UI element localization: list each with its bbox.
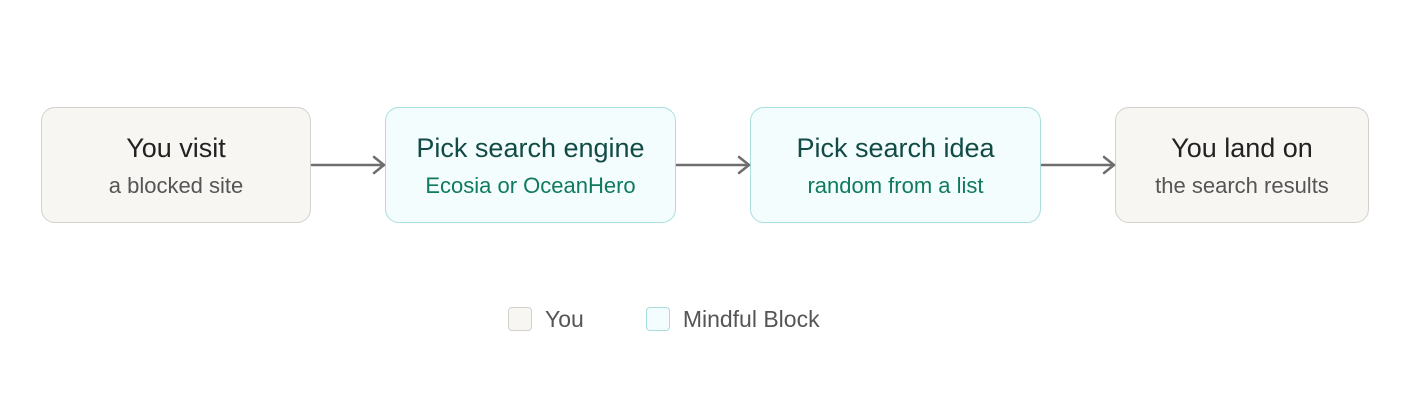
- step-title: Pick search engine: [416, 132, 645, 163]
- legend-label-mindful-block: Mindful Block: [682, 306, 820, 332]
- step-title: You visit: [126, 132, 226, 163]
- step-title: You land on: [1171, 132, 1313, 163]
- legend-item-you: You: [508, 305, 584, 333]
- legend-swatch-you: [508, 307, 532, 331]
- step-subtitle: random from a list: [807, 172, 984, 198]
- step-title: Pick search idea: [796, 132, 995, 163]
- step-you-land-on: You land on the search results: [1115, 107, 1369, 223]
- step-pick-search-idea: Pick search idea random from a list: [750, 107, 1041, 223]
- legend-label-you: You: [545, 306, 584, 332]
- legend-item-mindful-block: Mindful Block: [645, 305, 820, 333]
- legend-swatch-mindful-block: [645, 307, 670, 331]
- arrow-3-to-4: [1040, 155, 1116, 175]
- arrow-2-to-3: [675, 155, 751, 175]
- step-subtitle: the search results: [1155, 172, 1329, 198]
- step-subtitle: a blocked site: [108, 172, 244, 198]
- arrow-1-to-2: [310, 155, 386, 175]
- legend: You Mindful Block: [508, 305, 820, 333]
- step-subtitle: Ecosia or OceanHero: [425, 172, 636, 198]
- step-you-visit: You visit a blocked site: [41, 107, 311, 223]
- step-pick-search-engine: Pick search engine Ecosia or OceanHero: [385, 107, 676, 223]
